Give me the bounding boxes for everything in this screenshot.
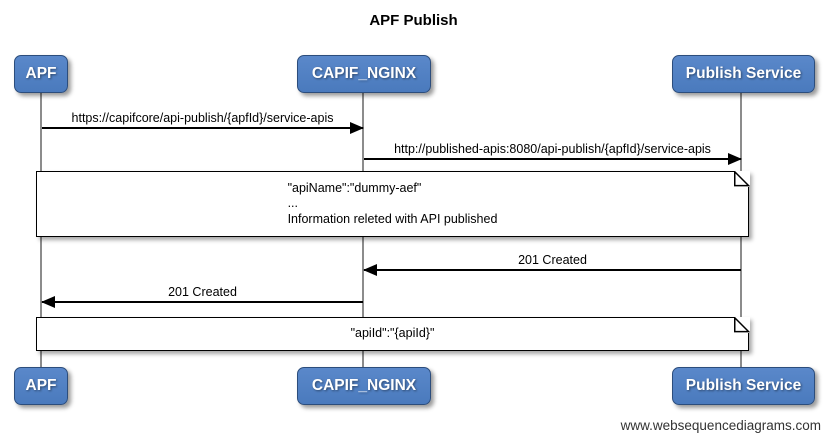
- arrowhead-left-icon: [41, 296, 55, 308]
- message-label: http://published-apis:8080/api-publish/{…: [394, 142, 711, 156]
- actor-capif-nginx-label: CAPIF_NGINX: [311, 377, 417, 394]
- actor-apf-bottom: APF: [14, 367, 68, 405]
- watermark: www.websequencediagrams.com: [620, 418, 821, 433]
- message-line: [364, 153, 742, 165]
- message-apf-to-capif: https://capifcore/api-publish/{apfId}/se…: [42, 110, 364, 134]
- message-capif-to-publish: http://published-apis:8080/api-publish/{…: [364, 141, 742, 165]
- message-publish-to-capif: 201 Created: [363, 252, 741, 276]
- note-line: Information releted with API published: [287, 211, 498, 226]
- note-fold-corner-icon: [733, 170, 750, 187]
- actor-publish-service-label: Publish Service: [685, 65, 802, 82]
- actor-publish-service-top: Publish Service: [672, 55, 815, 93]
- note-api-info: "apiName":"dummy-aef" ... Information re…: [36, 170, 750, 237]
- actor-apf-label: APF: [25, 377, 57, 394]
- note-line: "apiId":"{apiId}": [350, 326, 435, 341]
- actor-capif-nginx-label: CAPIF_NGINX: [311, 65, 417, 82]
- note-text: "apiName":"dummy-aef" ... Information re…: [288, 181, 498, 228]
- note-line: ...: [287, 196, 298, 211]
- actor-capif-nginx-top: CAPIF_NGINX: [297, 55, 431, 93]
- message-label: https://capifcore/api-publish/{apfId}/se…: [71, 111, 334, 125]
- actor-capif-nginx-bottom: CAPIF_NGINX: [297, 367, 431, 405]
- arrowhead-right-icon: [728, 153, 742, 165]
- note-api-id: "apiId":"{apiId}": [36, 316, 750, 351]
- message-label: 201 Created: [518, 253, 587, 267]
- arrowhead-right-icon: [350, 122, 364, 134]
- actor-publish-service-bottom: Publish Service: [672, 367, 815, 405]
- note-fold-corner-icon: [733, 316, 750, 333]
- actor-apf-top: APF: [14, 55, 68, 93]
- note-text: "apiId":"{apiId}": [351, 326, 435, 342]
- message-label: 201 Created: [168, 285, 237, 299]
- actor-publish-service-label: Publish Service: [685, 377, 802, 394]
- diagram-title: APF Publish: [369, 12, 458, 29]
- message-line: [363, 264, 741, 276]
- message-line: [42, 122, 364, 134]
- note-line: "apiName":"dummy-aef": [287, 180, 422, 195]
- actor-apf-label: APF: [25, 65, 57, 82]
- message-line: [41, 296, 363, 308]
- arrowhead-left-icon: [363, 264, 377, 276]
- message-capif-to-apf: 201 Created: [41, 284, 363, 308]
